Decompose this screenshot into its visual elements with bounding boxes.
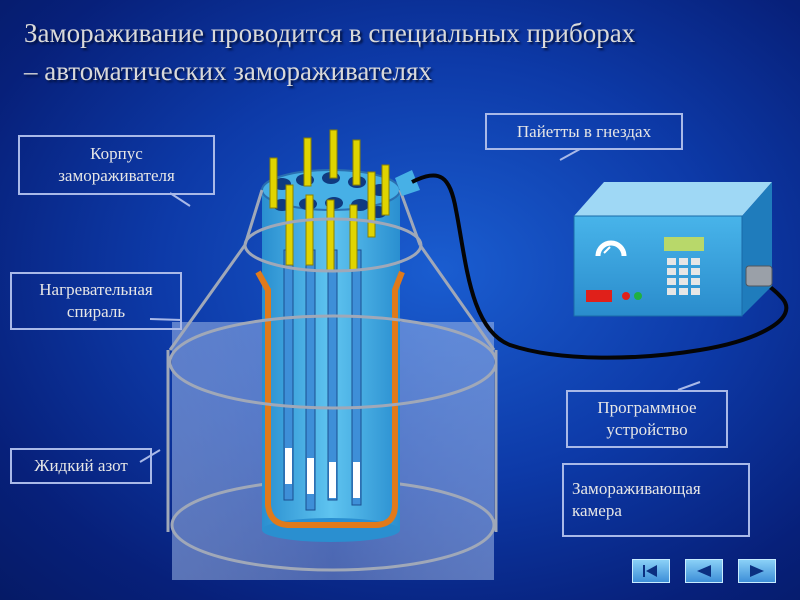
callout-program: Программное устройство — [566, 390, 728, 448]
callout-straws: Пайетты в гнездах — [485, 113, 683, 150]
title-line-1: Замораживание проводится в специальных п… — [24, 18, 636, 48]
connector-nozzle — [395, 170, 420, 196]
keypad — [667, 258, 700, 295]
green-led — [634, 292, 642, 300]
cable-port — [745, 265, 773, 287]
program-device — [573, 182, 773, 317]
slide-title: Замораживание проводится в специальных п… — [24, 14, 784, 90]
title-line-2: – автоматических замораживателях — [24, 56, 432, 86]
next-icon — [750, 565, 764, 577]
heating-coil — [255, 270, 405, 528]
nav-first-button[interactable] — [632, 559, 670, 583]
callout-nitrogen: Жидкий азот — [10, 448, 152, 484]
nav-next-button[interactable] — [738, 559, 776, 583]
callout-coil: Нагревательная спираль — [10, 272, 182, 330]
callout-chamber: Замораживающая камера — [562, 463, 750, 537]
callout-body: Корпус замораживателя — [18, 135, 215, 195]
gauge-icon — [595, 240, 627, 257]
red-indicator — [586, 290, 612, 302]
red-led — [622, 292, 630, 300]
vessel-rim — [168, 189, 498, 410]
callout-pointers — [139, 148, 701, 463]
display-screen — [664, 237, 704, 251]
previous-icon — [697, 565, 711, 577]
straws-group — [269, 129, 390, 511]
cable-to-program — [411, 173, 789, 360]
nav-previous-button[interactable] — [685, 559, 723, 583]
first-icon — [643, 565, 657, 577]
